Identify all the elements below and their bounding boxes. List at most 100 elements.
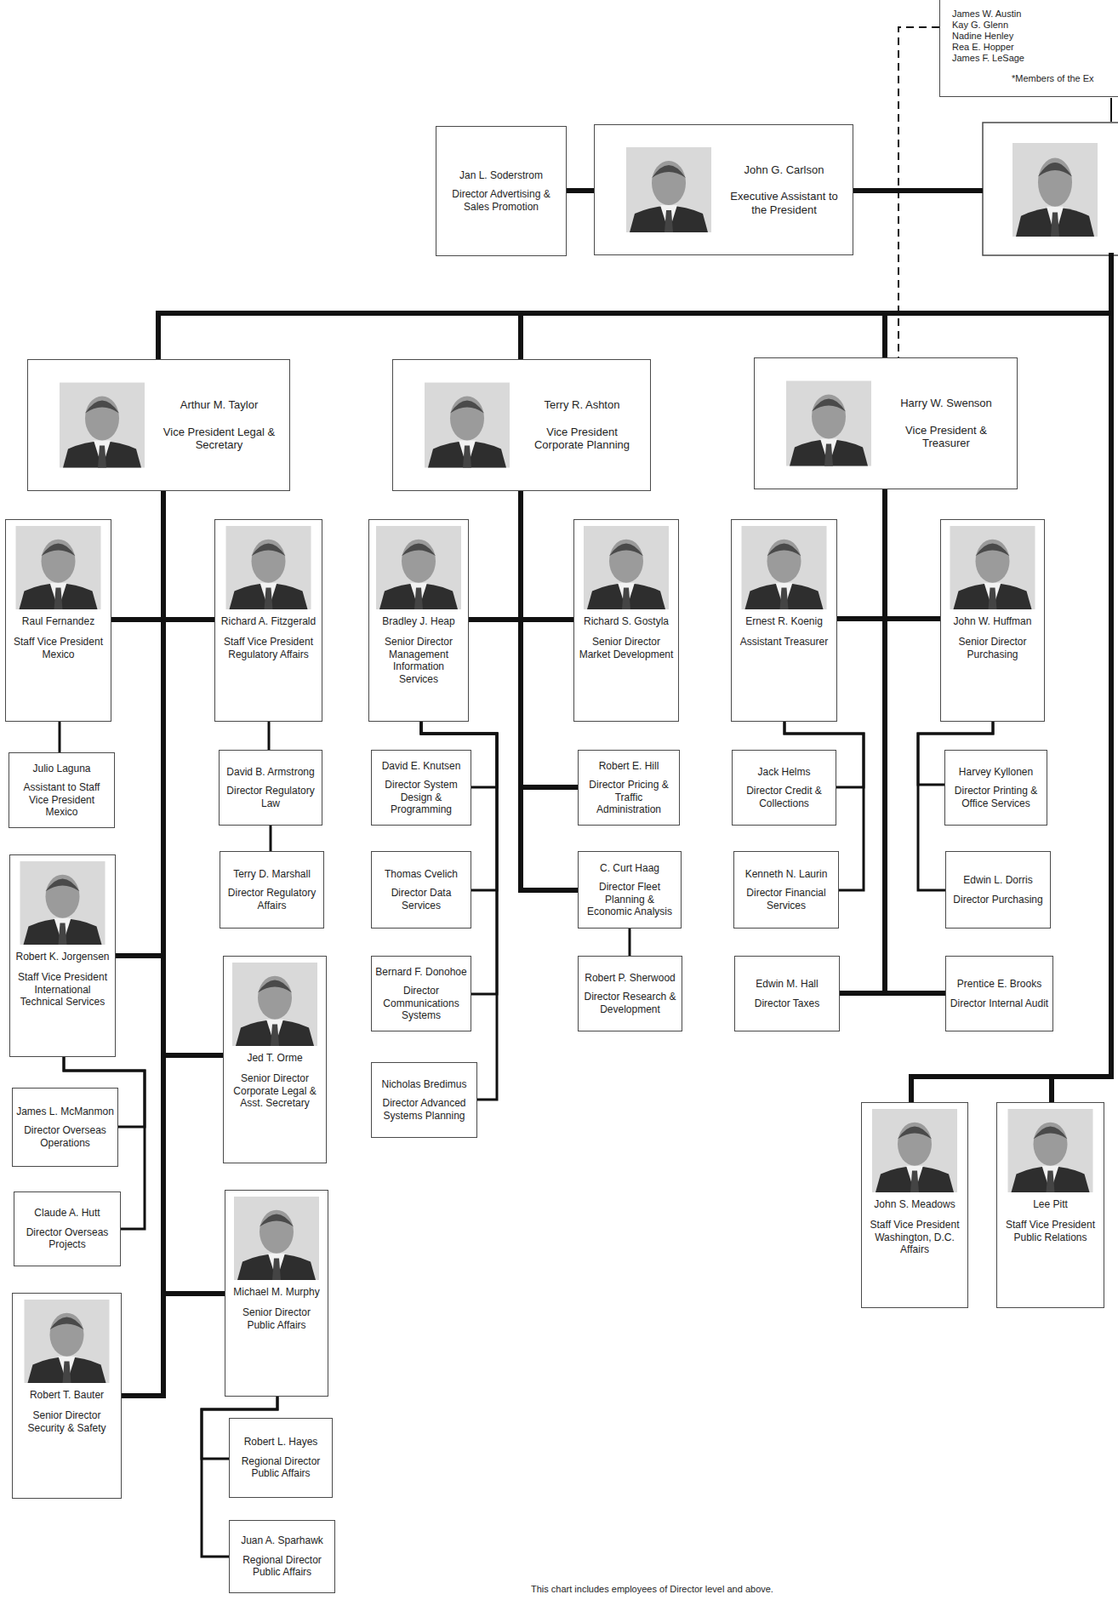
person-box: Lee PittStaff Vice President Public Rela… — [996, 1101, 1105, 1308]
photo-tie — [62, 1361, 72, 1383]
reporting-line — [468, 490, 521, 620]
photo-head — [401, 539, 436, 583]
photo-ground — [24, 1299, 110, 1383]
person-box: Jed T. OrmeSenior Director Corporate Leg… — [222, 955, 327, 1164]
photo-head — [259, 1209, 294, 1254]
photo-ground — [950, 525, 1036, 610]
person-name: Harry W. Swenson — [900, 396, 993, 411]
footnote-text: *Members of the Ex — [952, 73, 1095, 85]
photo-tie — [988, 587, 998, 610]
person-box: Raul FernandezStaff Vice President Mexic… — [5, 519, 112, 722]
reporting-line — [884, 489, 941, 619]
job-title: Vice President Legal & Secretary — [155, 425, 283, 452]
person-box: Robert L. HayesRegional Director Public … — [228, 1417, 333, 1498]
person-box: John S. MeadowsStaff Vice President Wash… — [861, 1101, 969, 1308]
person-name: James L. McManmon — [16, 1105, 115, 1118]
photo-shirt — [268, 1253, 286, 1280]
photo-tie — [1050, 211, 1060, 237]
photo-tie — [664, 210, 674, 233]
reporting-line — [566, 188, 594, 194]
reporting-line — [884, 489, 946, 993]
photo-head — [41, 539, 76, 583]
job-title: Director Regulatory Law — [222, 784, 319, 810]
person-name: Claude A. Hutt — [34, 1206, 100, 1219]
photo-shirt — [58, 1356, 76, 1383]
main-tree — [158, 190, 1112, 1100]
job-title: Executive Assistant to the President — [722, 189, 846, 217]
person-box: Julio LagunaAssistant to Staff Vice Pres… — [8, 752, 115, 828]
person-name: Harvey Kyllonen — [958, 765, 1033, 778]
person-name: Lee Pitt — [1032, 1197, 1068, 1210]
photo-suit — [235, 1020, 314, 1046]
photo-ground — [233, 1196, 320, 1280]
person-box: Harry W. SwensonVice President & Treasur… — [753, 357, 1018, 490]
member-name: Rea E. Hopper — [952, 41, 1015, 53]
photo-ground — [626, 147, 712, 233]
photo-hair — [651, 165, 686, 178]
photo-hair — [257, 980, 292, 993]
photo-tie — [621, 587, 631, 610]
person-box: James L. McManmonDirector Overseas Opera… — [11, 1087, 119, 1167]
job-title: Director Pricing & Traffic Administratio… — [581, 778, 676, 816]
job-title: Senior Director Purchasing — [944, 635, 1041, 661]
photo-tie — [780, 587, 789, 610]
photo-head — [767, 539, 802, 583]
reporting-line — [520, 490, 578, 890]
person-box: Juan A. SparhawkRegional Director Public… — [228, 1519, 336, 1593]
reporting-line — [115, 490, 164, 956]
photo-tie — [414, 587, 423, 610]
person-name: Jack Helms — [757, 765, 810, 778]
photo-suit — [23, 918, 103, 945]
photo-suit — [379, 583, 458, 610]
photo-ground — [59, 382, 145, 468]
person-name: Robert E. Hill — [598, 759, 660, 772]
photo-ground — [1012, 142, 1098, 237]
photo-suit — [629, 205, 708, 233]
photo-head — [609, 539, 644, 583]
photo-tie — [910, 1170, 919, 1193]
portrait-photo — [16, 525, 102, 610]
photo-ground — [16, 525, 102, 610]
job-title: Staff Vice President Mexico — [9, 635, 108, 661]
job-title: Director Communications Systems — [375, 984, 468, 1022]
photo-hair — [609, 543, 644, 557]
assistant-line — [855, 188, 981, 194]
person-name: Thomas Cvelich — [384, 867, 458, 880]
job-title: Regional Director Public Affairs — [233, 1454, 329, 1480]
staff-drop — [1049, 1076, 1055, 1100]
photo-head — [1033, 1122, 1068, 1166]
portrait-photo — [233, 1196, 320, 1280]
main-bus — [158, 310, 1112, 316]
person-name: Arthur M. Taylor — [180, 398, 259, 412]
photo-tie — [270, 1024, 280, 1046]
member-name: Kay G. Glenn — [952, 19, 1009, 31]
photo-hair — [811, 399, 846, 412]
job-title: Senior Director Public Affairs — [228, 1306, 325, 1331]
photo-head — [85, 396, 120, 441]
person-name: Terry D. Marshall — [233, 867, 311, 880]
job-title: Senior Director Security & Safety — [16, 1408, 118, 1434]
job-title: Director Credit & Collections — [735, 784, 833, 810]
photo-shirt — [660, 205, 678, 233]
job-title: Senior Director Management Information S… — [372, 635, 465, 685]
photo-hair — [975, 543, 1010, 557]
photo-hair — [45, 878, 80, 892]
member-name: Nadine Henley — [952, 30, 1014, 42]
person-box: Bernard F. DonohoeDirector Communication… — [370, 955, 472, 1032]
vp-drop — [518, 313, 524, 357]
reporting-line — [628, 928, 632, 956]
chart-note: This chart includes employees of Directo… — [530, 1583, 774, 1595]
job-title: Assistant to Staff Vice President Mexico — [12, 781, 111, 818]
person-name: Jed T. Orme — [246, 1051, 303, 1064]
portrait-photo — [20, 861, 106, 945]
job-title: Staff Vice President Public Relations — [1000, 1218, 1101, 1244]
photo-head — [897, 1122, 932, 1166]
portrait-photo — [872, 1108, 958, 1193]
photo-suit — [587, 583, 666, 610]
photo-head — [50, 1312, 85, 1357]
member-name: James F. LeSage — [952, 52, 1025, 64]
portrait-photo — [950, 525, 1036, 610]
photo-ground — [20, 861, 106, 945]
photo-tie — [824, 444, 833, 467]
